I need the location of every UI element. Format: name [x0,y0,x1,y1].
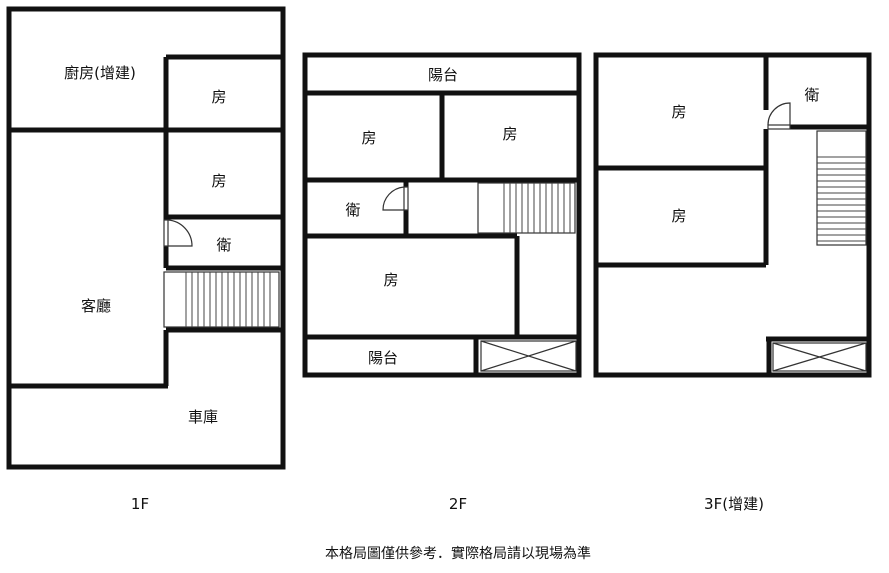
floor-2-void-opening [480,340,577,372]
room-label-kitchen: 廚房(增建) [64,64,136,82]
floor-3-caption: 3F(增建) [704,495,764,513]
room-label-balcony: 陽台 [428,66,458,84]
floor-1-staircase [163,271,280,328]
floor-2-caption: 2F [449,495,467,513]
disclaimer-footnote: 本格局圖僅供參考．實際格局請以現場為準 [325,545,591,562]
room-label-balcony: 陽台 [368,349,398,367]
room-label-living-room: 客廳 [81,297,111,315]
room-label-bedroom: 房 [211,172,226,190]
floor-2-plan: 陽台 房 房 衛 房 陽台 [302,52,582,378]
floor-1-outer-wall [6,6,286,470]
floor-2-staircase [477,182,576,234]
floor-1-plan: 廚房(增建) 房 房 衛 客廳 車庫 [6,6,286,470]
room-label-bedroom: 房 [211,88,226,106]
room-label-bathroom: 衛 [216,236,231,254]
floor-2-outer-wall [302,52,582,378]
room-label-bedroom: 房 [502,125,517,143]
floor-3-outer-wall [593,52,872,378]
floor-3-void-opening [772,342,867,372]
floor-1-caption: 1F [131,495,149,513]
room-label-bedroom: 房 [671,103,686,121]
room-label-bedroom: 房 [361,129,376,147]
room-label-garage: 車庫 [188,408,218,426]
floor-3-staircase [816,130,867,246]
floor-3-bath-door-symbol [767,102,791,130]
floor-2-bath-door-symbol [382,186,409,211]
room-label-bathroom: 衛 [804,86,819,104]
floor-1-bath-door-symbol [163,219,193,247]
room-label-bedroom: 房 [383,271,398,289]
room-label-bathroom: 衛 [345,201,360,219]
room-label-bedroom: 房 [671,207,686,225]
floor-3-plan: 房 衛 房 [593,52,872,378]
